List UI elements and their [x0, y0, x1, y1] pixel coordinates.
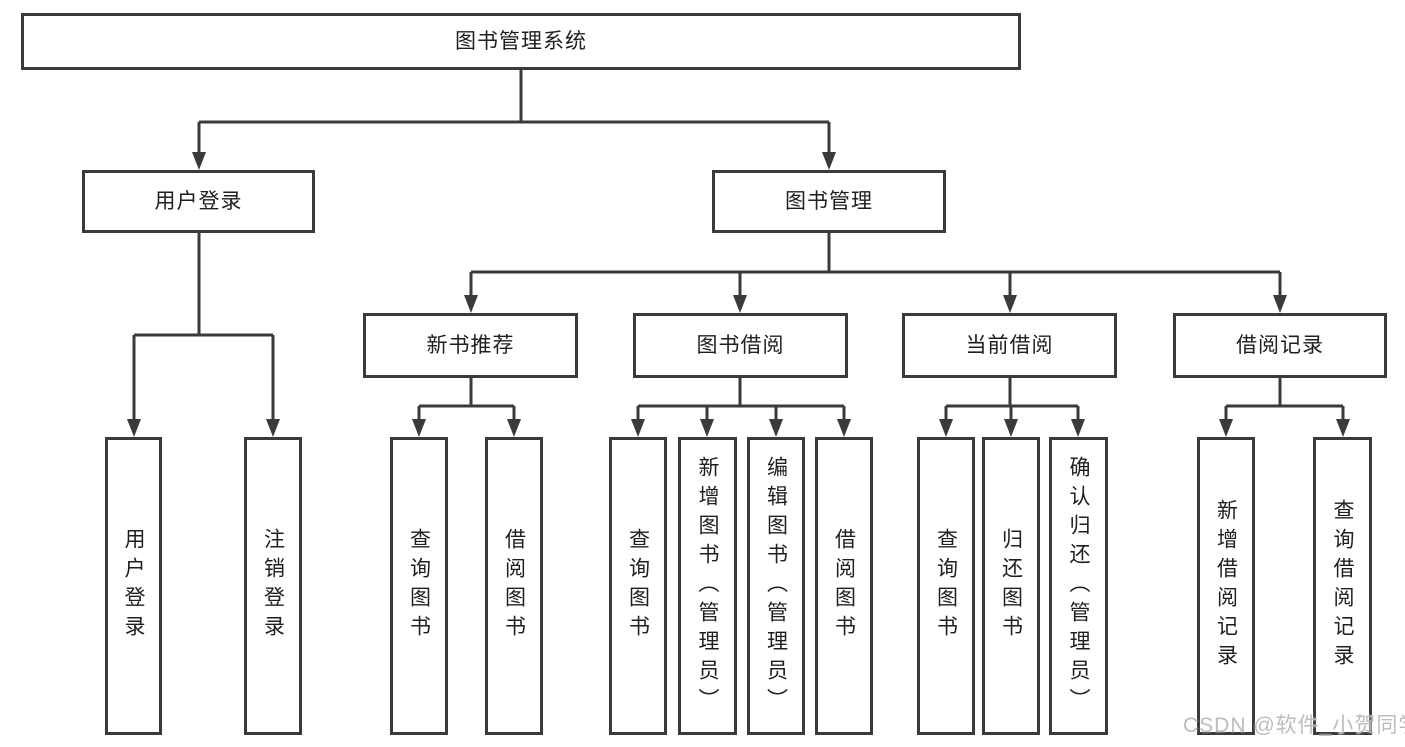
leaf-borrow-edit-books-admin-label: 编辑图书（管理员） — [764, 455, 788, 717]
leaf-current-query-books-label: 查询图书 — [934, 528, 958, 644]
node-root-label: 图书管理系统 — [455, 29, 587, 53]
node-user-login-label: 用户登录 — [154, 189, 243, 213]
leaf-records-add-record-label: 新增借阅记录 — [1214, 499, 1238, 673]
leaf-records-query-record: 查询借阅记录 — [1313, 437, 1372, 735]
node-borrow-records: 借阅记录 — [1173, 313, 1387, 378]
leaf-borrow-add-books-admin: 新增图书（管理员） — [678, 437, 737, 735]
node-book-management: 图书管理 — [712, 170, 946, 233]
leaf-recommend-query-books: 查询图书 — [390, 437, 448, 735]
node-root: 图书管理系统 — [21, 13, 1021, 70]
leaf-recommend-borrow-books: 借阅图书 — [485, 437, 543, 735]
leaf-logout: 注销登录 — [244, 437, 302, 735]
node-book-borrow-label: 图书借阅 — [696, 333, 785, 357]
node-new-book-recommend: 新书推荐 — [363, 313, 578, 378]
node-book-management-label: 图书管理 — [785, 189, 873, 213]
leaf-recommend-query-books-label: 查询图书 — [407, 528, 431, 644]
leaf-user-login-label: 用户登录 — [122, 528, 145, 644]
leaf-user-login: 用户登录 — [105, 437, 162, 735]
leaf-borrow-edit-books-admin: 编辑图书（管理员） — [747, 437, 805, 735]
leaf-recommend-borrow-books-label: 借阅图书 — [502, 528, 526, 644]
leaf-current-query-books: 查询图书 — [917, 437, 975, 735]
leaf-records-add-record: 新增借阅记录 — [1197, 437, 1255, 735]
node-new-book-recommend-label: 新书推荐 — [426, 333, 515, 357]
leaf-borrow-query-books-label: 查询图书 — [626, 528, 650, 644]
arrowheads — [127, 152, 1350, 437]
leaf-borrow-query-books: 查询图书 — [609, 437, 667, 735]
leaf-current-return-books: 归还图书 — [982, 437, 1040, 735]
leaf-logout-label: 注销登录 — [261, 528, 285, 644]
leaf-current-confirm-return-admin-label: 确认归还（管理员） — [1067, 455, 1090, 717]
leaf-borrow-borrow-books: 借阅图书 — [815, 437, 873, 735]
leaf-current-confirm-return-admin: 确认归还（管理员） — [1049, 437, 1108, 735]
node-user-login: 用户登录 — [82, 170, 315, 233]
csdn-watermark: CSDN @软件_小贺同学 — [1183, 714, 1405, 737]
node-current-borrow-label: 当前借阅 — [965, 333, 1054, 357]
node-borrow-records-label: 借阅记录 — [1236, 333, 1324, 357]
node-current-borrow: 当前借阅 — [902, 313, 1117, 378]
node-book-borrow: 图书借阅 — [633, 313, 848, 378]
leaf-records-query-record-label: 查询借阅记录 — [1331, 499, 1354, 673]
leaf-borrow-borrow-books-label: 借阅图书 — [832, 528, 856, 644]
leaf-current-return-books-label: 归还图书 — [999, 528, 1023, 644]
leaf-borrow-add-books-admin-label: 新增图书（管理员） — [696, 455, 719, 717]
